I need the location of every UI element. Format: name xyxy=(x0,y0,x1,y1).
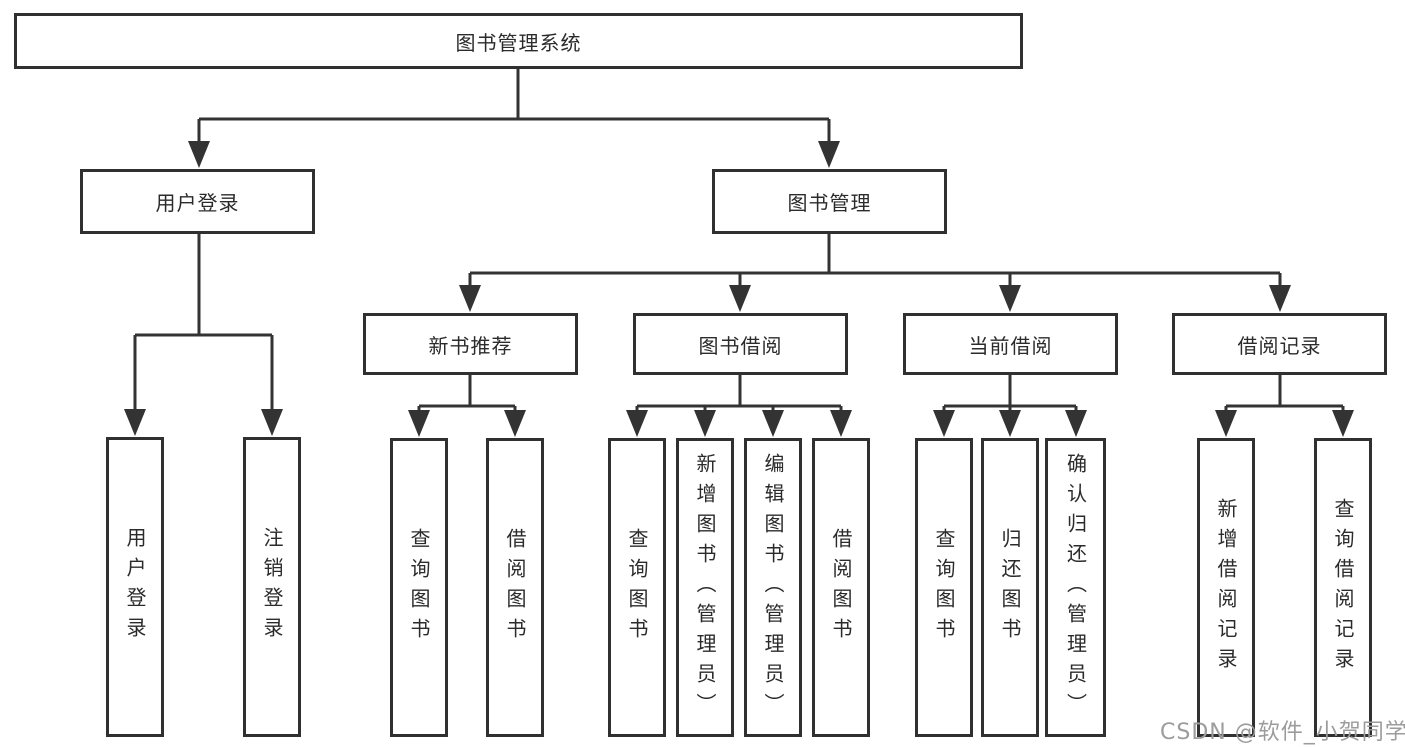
node-current-borrow: 当前借阅 xyxy=(903,313,1118,375)
node-leaf-logout: 注销登录 xyxy=(243,437,301,737)
node-borrow-records: 借阅记录 xyxy=(1172,313,1387,375)
node-leaf-confirm-return-admin: 确认归还（管理员） xyxy=(1045,438,1106,737)
node-book-management-module: 图书管理 xyxy=(712,169,947,234)
node-leaf-query-books-borrow: 查询图书 xyxy=(608,438,666,737)
node-root-library-system: 图书管理系统 xyxy=(14,13,1023,69)
node-leaf-add-borrow-record: 新增借阅记录 xyxy=(1197,438,1255,737)
node-leaf-borrow-books-recommend: 借阅图书 xyxy=(486,438,544,737)
node-new-book-recommend: 新书推荐 xyxy=(363,313,578,375)
node-leaf-user-login: 用户登录 xyxy=(106,437,164,737)
node-book-borrow: 图书借阅 xyxy=(633,313,848,375)
node-user-login-module: 用户登录 xyxy=(80,169,315,234)
node-leaf-query-borrow-record: 查询借阅记录 xyxy=(1314,438,1372,737)
node-leaf-edit-book-admin: 编辑图书（管理员） xyxy=(744,438,802,737)
node-leaf-query-books-current: 查询图书 xyxy=(915,438,973,737)
node-leaf-return-book: 归还图书 xyxy=(981,438,1039,737)
node-leaf-query-books-recommend: 查询图书 xyxy=(390,438,448,737)
node-leaf-borrow-books: 借阅图书 xyxy=(812,438,870,737)
csdn-watermark: CSDN @软件_小贺同学 xyxy=(1160,720,1405,745)
node-leaf-add-book-admin: 新增图书（管理员） xyxy=(676,438,734,737)
